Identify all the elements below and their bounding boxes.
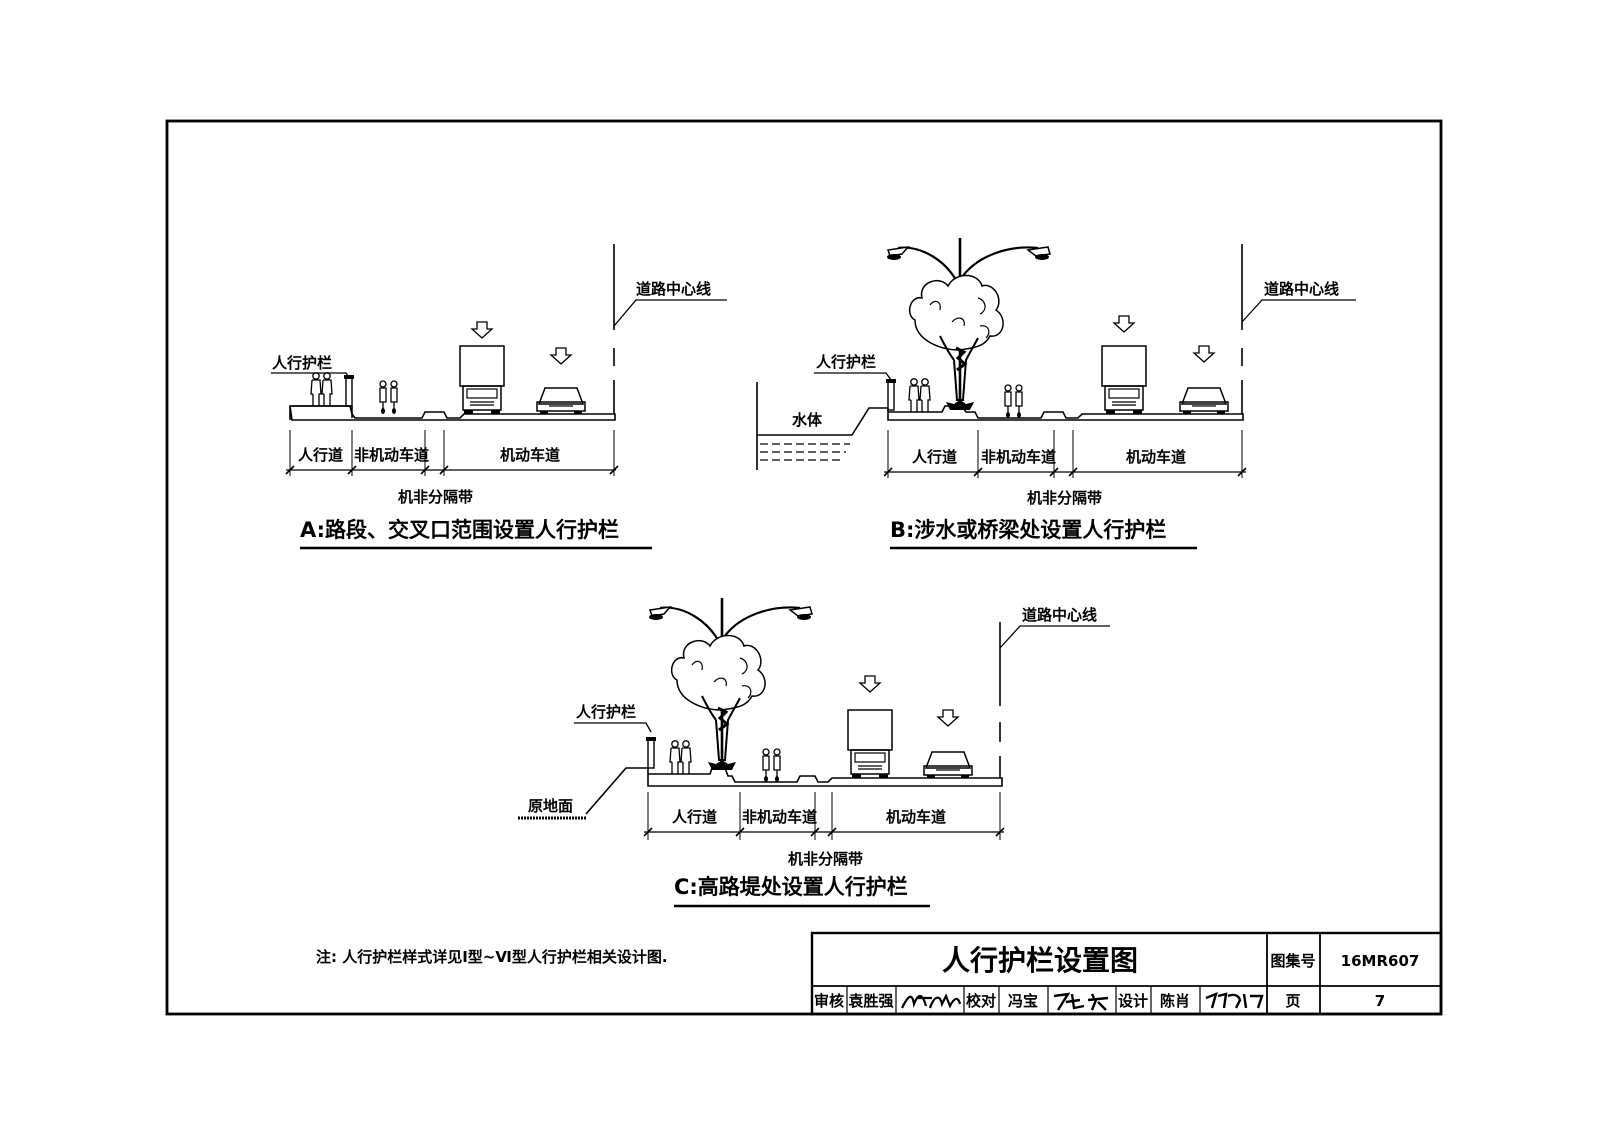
sheet-border — [165, 119, 1443, 1016]
atlas-label: 图集号 — [1270, 952, 1315, 970]
guardrail-label-a: 人行护栏 — [272, 354, 332, 372]
centerline-label-b: 道路中心线 — [1264, 280, 1339, 298]
diagram-c: 原地面 道路中心线 人行护栏 人行道 非机动车道 机动车道 机 — [518, 596, 1110, 908]
road-surface-a — [289, 405, 616, 421]
centerline-label-c: 道路中心线 — [1022, 606, 1097, 624]
road-surface-c — [647, 767, 1003, 787]
separator-label-a: 机非分隔带 — [398, 488, 473, 506]
reviewer-name: 袁胜强 — [847, 992, 893, 1010]
motor-label-b: 机动车道 — [1126, 448, 1186, 466]
sidewalk-label-c: 人行道 — [672, 808, 717, 826]
review-label: 审核 — [814, 992, 844, 1010]
drawing-title: 人行护栏设置图 — [942, 944, 1138, 977]
reviewer-signature — [901, 993, 962, 1009]
caption-a: A:路段、交叉口范围设置人行护栏 — [300, 518, 619, 542]
separator-label-c: 机非分隔带 — [788, 850, 863, 868]
designer-signature — [1205, 991, 1264, 1009]
motor-label-a: 机动车道 — [500, 446, 560, 464]
check-label: 校对 — [966, 992, 996, 1010]
diagram-b: 水体 道路中心线 人行护栏 人行道 非机动车道 机动车道 机非 — [756, 236, 1356, 550]
motor-label-c: 机动车道 — [886, 808, 946, 826]
separator-label-b: 机非分隔带 — [1027, 489, 1102, 507]
water-label-b: 水体 — [792, 411, 823, 429]
design-label: 设计 — [1118, 992, 1148, 1010]
centerline-label-a: 道路中心线 — [636, 280, 711, 298]
caption-c: C:高路堤处设置人行护栏 — [674, 875, 908, 899]
nonmotor-label-c: 非机动车道 — [742, 808, 817, 826]
page-number: 7 — [1375, 992, 1385, 1010]
diagram-a: 道路中心线 人行护栏 人行道 非机动车道 机动车道 机非分隔带 A:路段、交叉口… — [271, 244, 727, 550]
checker-signature — [1053, 992, 1109, 1011]
sidewalk-label-b: 人行道 — [912, 448, 957, 466]
caption-b: B:涉水或桥梁处设置人行护栏 — [890, 518, 1166, 542]
title-block: 人行护栏设置图 图集号 16MR607 审核 袁胜强 校对 冯宝 设计 陈肖 页… — [810, 931, 1443, 1016]
sidewalk-label-a: 人行道 — [298, 446, 343, 464]
page-label: 页 — [1285, 992, 1300, 1010]
nonmotor-label-b: 非机动车道 — [981, 448, 1056, 466]
ground-label-c: 原地面 — [528, 797, 573, 815]
drawing-note: 注: 人行护栏样式详见Ⅰ型~Ⅵ型人行护栏相关设计图. — [316, 948, 668, 966]
embankment-c — [585, 767, 648, 815]
designer-name: 陈肖 — [1160, 992, 1190, 1010]
water-body-b — [756, 382, 888, 470]
guardrail-label-b: 人行护栏 — [816, 353, 876, 371]
guardrail-label-c: 人行护栏 — [576, 703, 636, 721]
nonmotor-label-a: 非机动车道 — [354, 446, 429, 464]
checker-name: 冯宝 — [1008, 992, 1038, 1010]
atlas-number: 16MR607 — [1341, 952, 1420, 970]
